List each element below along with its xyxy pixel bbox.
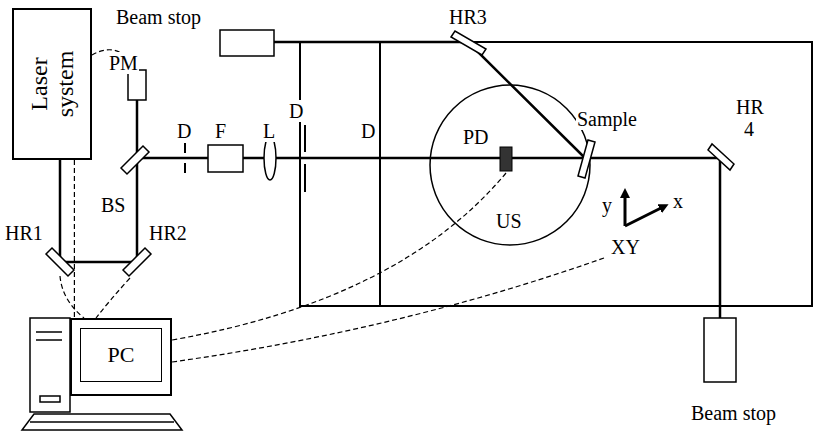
monitor-screen: PC [80, 328, 162, 382]
part-label: XY [610, 236, 641, 258]
filter [208, 145, 243, 172]
part-label: x [672, 190, 684, 212]
part-label: Beam stop [115, 6, 202, 28]
sample-sphere [430, 85, 590, 245]
part-label: F [214, 120, 227, 142]
part-label: PM [108, 52, 139, 74]
part-label: HR 4 [735, 96, 763, 140]
chamber-wall [379, 42, 381, 306]
node-label: Laser system [26, 34, 78, 134]
laser-box: Laser system [12, 8, 92, 160]
part-label: US [495, 210, 523, 232]
photodiode [500, 147, 512, 171]
part-label: HR2 [148, 222, 188, 244]
lens [264, 136, 276, 180]
part-label: PD [462, 126, 490, 148]
part-label: Beam stop [690, 402, 777, 424]
monitor-box: PC [70, 318, 172, 396]
part-label: y [601, 194, 613, 216]
vacuum-chamber [300, 42, 812, 306]
part-label: D [288, 100, 304, 122]
mirror [46, 31, 734, 276]
signal-cable [60, 50, 604, 362]
part-label: D [176, 120, 192, 142]
part-label: HR3 [448, 6, 488, 28]
laser-beam [60, 42, 720, 318]
computer [22, 318, 182, 430]
aperture [185, 125, 305, 192]
beam-stop [704, 318, 736, 382]
part-label: HR1 [4, 222, 44, 244]
signal-cable [74, 160, 75, 318]
xy-axes [625, 192, 665, 226]
beam-stop [220, 30, 274, 56]
part-label: D [360, 120, 376, 142]
part-label: Sample [576, 108, 638, 130]
power-meter [128, 70, 146, 100]
part-label: BS [100, 194, 126, 216]
part-label: L [262, 120, 276, 142]
node-label: PC [108, 342, 135, 368]
